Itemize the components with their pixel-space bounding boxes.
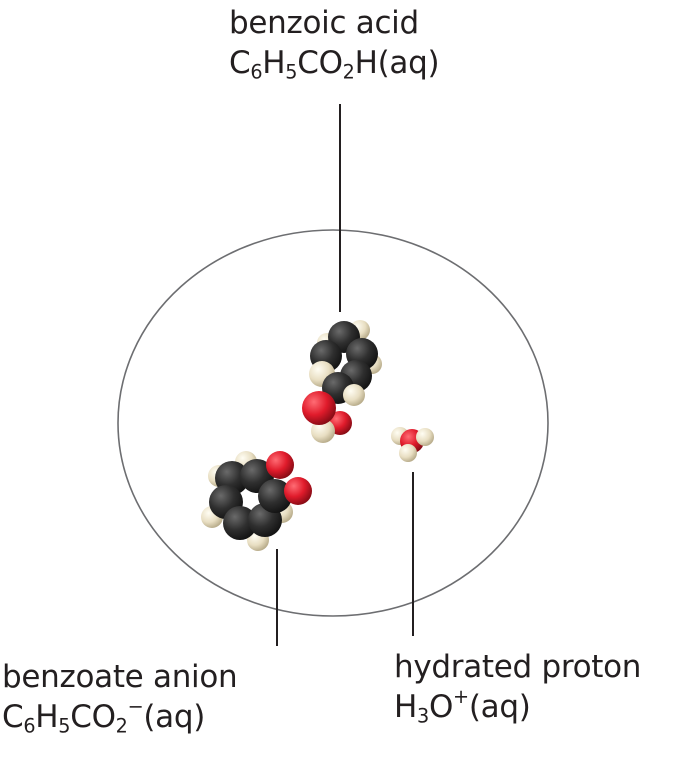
hydrated-proton-name: hydrated proton	[394, 649, 642, 685]
benzoate-anion-molecule	[201, 451, 312, 551]
benzoic-acid-name: benzoic acid	[229, 5, 419, 41]
benzoic-acid-formula: C6H5CO2H(aq)	[229, 45, 440, 84]
benzoate-anion-label: benzoate anion C6H5CO2−(aq)	[2, 657, 238, 738]
solution-boundary-circle	[117, 229, 549, 617]
benzoic-acid-molecule	[302, 320, 382, 443]
benzoic-acid-label: benzoic acid C6H5CO2H(aq)	[229, 3, 440, 84]
hydronium-ion	[391, 427, 434, 462]
hydrated-proton-label: hydrated proton H3O+(aq)	[394, 647, 641, 727]
benzoate-anion-name: benzoate anion	[2, 659, 238, 695]
hydrated-proton-formula: H3O+(aq)	[394, 685, 531, 728]
benzoate-anion-formula: C6H5CO2−(aq)	[2, 695, 206, 738]
